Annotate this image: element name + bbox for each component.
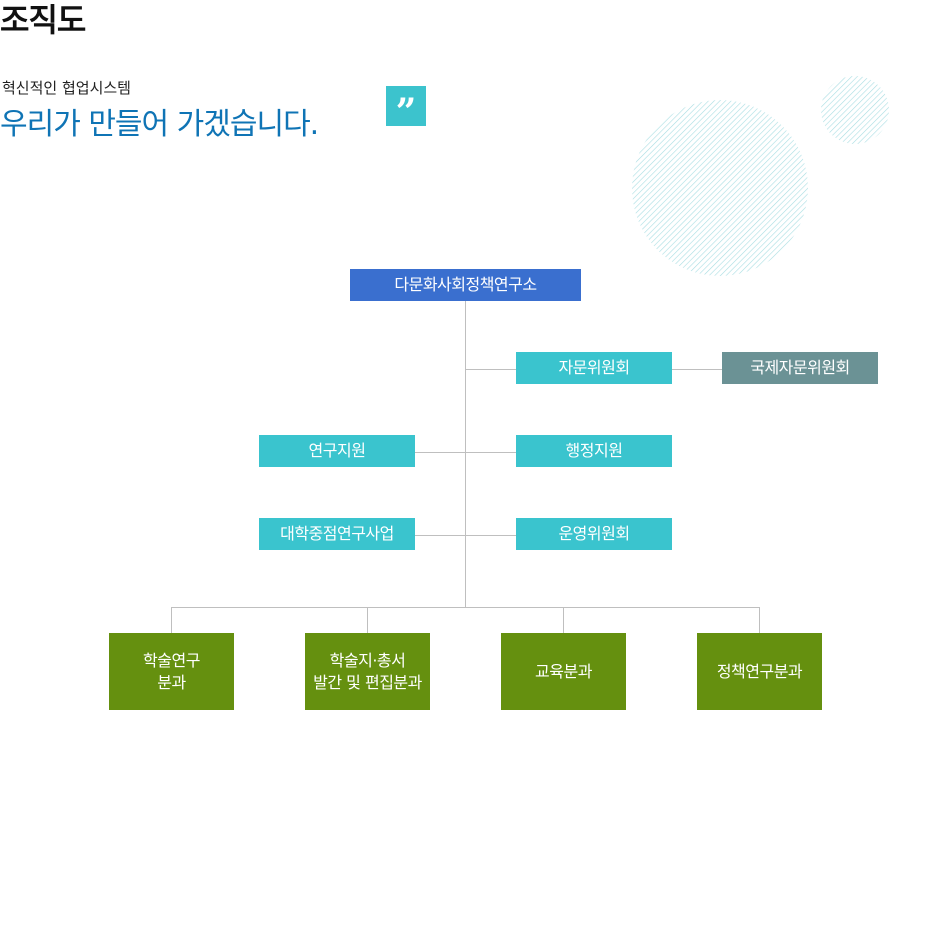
- division-label-line1: 교육분과: [535, 661, 592, 681]
- division-label-line2: 분과: [157, 672, 186, 692]
- org-division-policy-research[interactable]: 정책연구분과: [697, 633, 822, 710]
- org-node-label: 자문위원회: [558, 358, 630, 377]
- org-node-label: 국제자문위원회: [750, 358, 850, 377]
- org-node-label: 대학중점연구사업: [280, 524, 394, 543]
- org-node-university-research-project[interactable]: 대학중점연구사업: [259, 518, 415, 550]
- org-division-academic-research[interactable]: 학술연구 분과: [109, 633, 234, 710]
- division-label-line1: 학술지·총서: [329, 650, 406, 670]
- small-hatched-circle: [821, 76, 889, 144]
- org-division-education[interactable]: 교육분과: [501, 633, 626, 710]
- subtitle: 혁신적인 협업시스템: [2, 79, 131, 97]
- org-node-label: 다문화사회정책연구소: [394, 275, 537, 294]
- org-node-institute[interactable]: 다문화사회정책연구소: [350, 269, 581, 301]
- org-division-journal-publishing[interactable]: 학술지·총서 발간 및 편집분과: [305, 633, 430, 710]
- large-hatched-circle: [632, 100, 808, 276]
- org-node-operating-committee[interactable]: 운영위원회: [516, 518, 672, 550]
- org-node-admin-support[interactable]: 행정지원: [516, 435, 672, 467]
- org-node-label: 행정지원: [565, 441, 623, 460]
- org-node-research-support[interactable]: 연구지원: [259, 435, 415, 467]
- headline: 우리가 만들어 가겠습니다.: [0, 107, 319, 142]
- org-node-label: 연구지원: [308, 441, 366, 460]
- division-label-line1: 정책연구분과: [716, 661, 803, 681]
- division-label-line2: 발간 및 편집분과: [313, 672, 422, 692]
- org-node-advisory-committee[interactable]: 자문위원회: [516, 352, 672, 384]
- division-label-line1: 학술연구: [143, 650, 200, 670]
- org-node-label: 운영위원회: [558, 524, 630, 543]
- quote-icon: ”: [386, 86, 426, 133]
- org-node-intl-advisory-committee[interactable]: 국제자문위원회: [722, 352, 878, 384]
- page-title: 조직도: [0, 1, 86, 39]
